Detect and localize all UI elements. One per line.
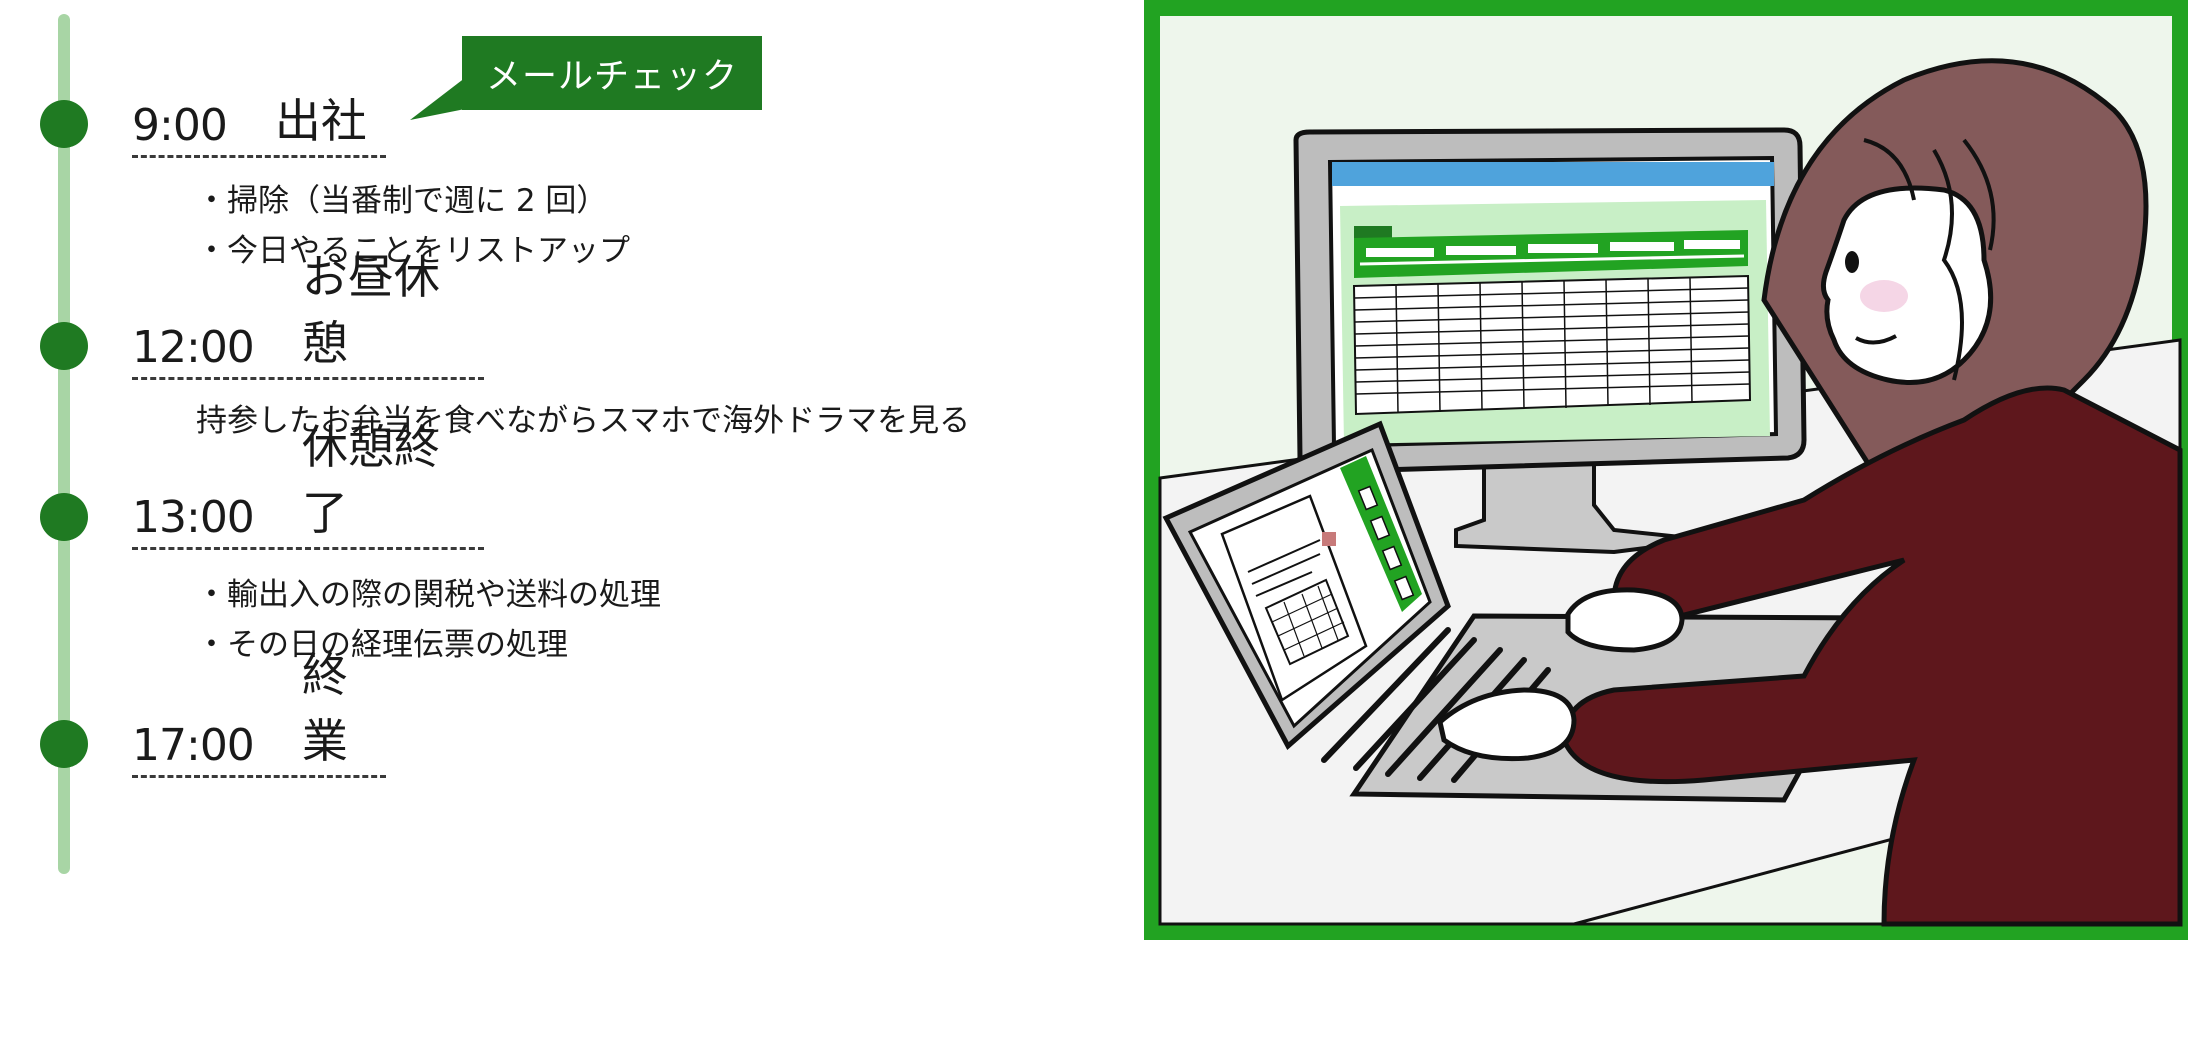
left-hand [1437, 687, 1577, 762]
mail-check-callout: メールチェック [462, 36, 762, 110]
entry-label: 休憩終了 [301, 420, 440, 540]
right-hand [1565, 587, 1685, 653]
entry-time: 13:00 [132, 492, 255, 543]
entry-label: お昼休憩 [301, 250, 440, 370]
entry-time: 9:00 [132, 100, 228, 151]
detail-item: ・今日やることをリストアップ [196, 233, 630, 269]
mouth [1855, 334, 1897, 345]
entry-time: 17:00 [132, 720, 255, 771]
sweater [1561, 385, 2183, 927]
timeline-dot-0900 [40, 100, 88, 148]
timeline-entry-0900: 9:00 出社 [132, 94, 386, 158]
timeline-dot-1700 [40, 720, 88, 768]
screen-titlebar [1332, 162, 1774, 186]
entry-time: 12:00 [132, 322, 255, 373]
office-worker-illustration [1144, 0, 2188, 940]
detail-item: ・輸出入の際の関税や送料の処理 [196, 577, 661, 613]
entry-label: 終業 [301, 648, 348, 768]
entry-label: 出社 [274, 94, 367, 148]
timeline-dot-1200 [40, 322, 88, 370]
callout-tail [410, 74, 470, 120]
timeline-entry-1300: 13:00 休憩終了 [132, 420, 484, 550]
timeline-line [58, 14, 70, 874]
detail-item: ・その日の経理伝票の処理 [196, 627, 568, 663]
detail-item: 持参したお弁当を食べながらスマホで海外ドラマを見る [196, 403, 971, 439]
timeline-dot-1300 [40, 493, 88, 541]
eye [1845, 251, 1859, 273]
timeline-entry-1200: 12:00 お昼休憩 [132, 250, 484, 380]
face [1820, 185, 1994, 385]
detail-item: ・掃除（当番制で週に 2 回） [196, 183, 608, 219]
timeline-entry-1700: 17:00 終業 [132, 648, 386, 778]
cheek [1860, 280, 1908, 312]
